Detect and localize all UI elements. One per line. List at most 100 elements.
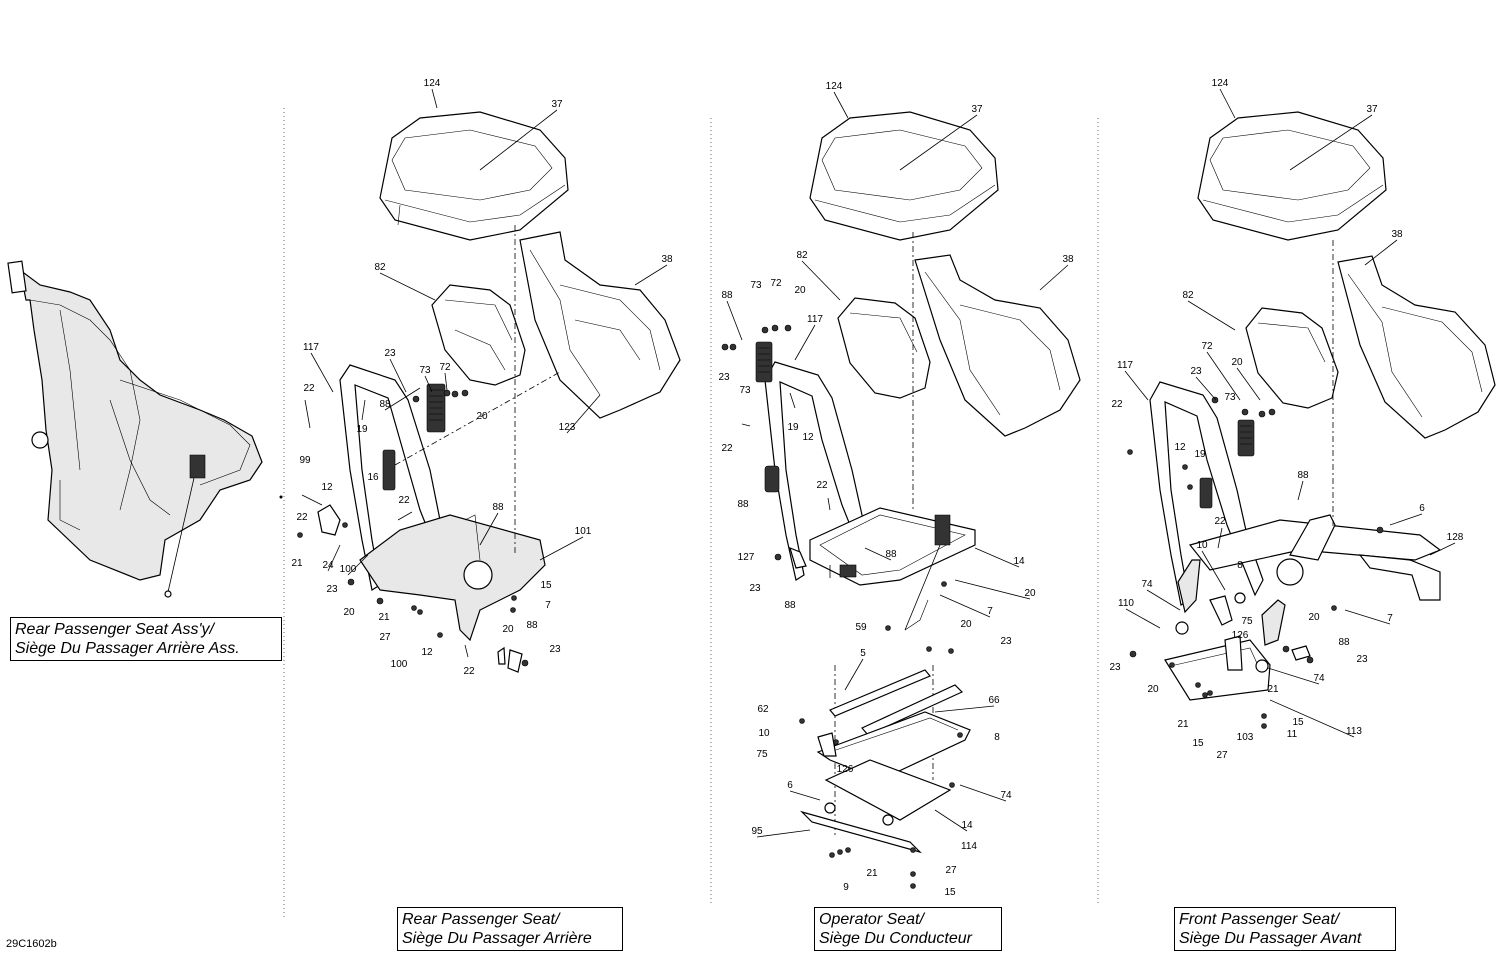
- callout-leader: [389, 358, 407, 393]
- callout-rear-82: 82: [374, 262, 386, 273]
- callout-operator-20: 20: [1024, 588, 1036, 599]
- front-seat-cushion: [1197, 111, 1387, 241]
- callout-rear-88: 88: [526, 620, 538, 631]
- callout-operator-22: 22: [816, 480, 828, 491]
- callout-leader: [539, 536, 584, 561]
- callout-front-38: 38: [1391, 229, 1403, 240]
- caption-operator-seat-line2: Siège Du Conducteur: [819, 930, 972, 947]
- callout-leader: [1429, 542, 1456, 556]
- callout-rear-100: 100: [391, 659, 408, 670]
- callout-leader: [1125, 608, 1161, 629]
- callout-rear-117: 117: [303, 342, 319, 353]
- callout-operator-20: 20: [794, 285, 806, 296]
- callout-operator-12: 12: [802, 432, 814, 443]
- callout-leader: [1297, 480, 1304, 501]
- caption-operator-seat: Operator Seat/ Siège Du Conducteur: [814, 907, 1002, 951]
- callout-front-72: 72: [1201, 341, 1213, 352]
- callout-front-88: 88: [1297, 470, 1309, 481]
- rear-seat-diagram: [297, 111, 681, 673]
- rear-seat-hardware: [297, 389, 529, 673]
- callout-leader: [1267, 667, 1320, 685]
- callout-leader: [801, 260, 841, 301]
- callout-leader: [959, 784, 1007, 802]
- callout-leader: [1344, 609, 1391, 625]
- callout-rear-12: 12: [321, 482, 333, 493]
- caption-rear-seat-line2: Siège Du Passager Arrière: [402, 930, 592, 947]
- front-seat-diagram: [1127, 111, 1496, 729]
- callout-rear-99: 99: [299, 455, 311, 466]
- callout-front-103: 103: [1237, 732, 1254, 743]
- caption-assembly-line1: Rear Passenger Seat Ass'y/: [15, 621, 214, 638]
- callout-front-8: 8: [1237, 560, 1243, 571]
- callout-operator-127: 127: [738, 552, 755, 563]
- callout-front-10: 10: [1196, 540, 1208, 551]
- callout-front-75: 75: [1241, 616, 1253, 627]
- operator-seat-back: [914, 254, 1081, 437]
- callout-leader: [444, 372, 448, 391]
- callout-front-74: 74: [1141, 579, 1153, 590]
- callout-operator-7: 7: [987, 606, 993, 617]
- callout-rear-22: 22: [296, 512, 308, 523]
- callout-rear-22: 22: [398, 495, 410, 506]
- callout-rear-88: 88: [492, 502, 504, 513]
- callout-leader: [327, 544, 341, 572]
- callout-front-74: 74: [1313, 673, 1325, 684]
- caption-front-seat-line1: Front Passenger Seat/: [1179, 911, 1340, 928]
- callout-rear-38: 38: [661, 254, 673, 265]
- callout-operator-66: 66: [988, 695, 1000, 706]
- callout-operator-38: 38: [1062, 254, 1074, 265]
- callout-operator-14: 14: [961, 820, 973, 831]
- callout-rear-20: 20: [476, 411, 488, 422]
- callout-rear-22: 22: [463, 666, 475, 677]
- callout-rear-123: 123: [559, 422, 576, 433]
- rear-seat-headrest: [431, 284, 526, 386]
- callout-operator-23: 23: [749, 583, 761, 594]
- callout-leader: [1187, 300, 1236, 331]
- callout-leader: [756, 829, 811, 838]
- callout-front-117: 117: [1117, 360, 1133, 371]
- caption-operator-seat-line1: Operator Seat/: [819, 911, 924, 928]
- callout-front-23: 23: [1109, 662, 1121, 673]
- callout-leader: [954, 579, 1031, 600]
- callout-leader: [1124, 370, 1149, 401]
- callout-leader: [794, 324, 816, 361]
- callout-front-7: 7: [1387, 613, 1393, 624]
- caption-front-seat-line2: Siège Du Passager Avant: [1179, 930, 1362, 947]
- callout-front-37: 37: [1366, 104, 1378, 115]
- assembled-seat: [7, 260, 263, 598]
- callout-front-113: 113: [1346, 726, 1362, 737]
- callout-leader: [1364, 239, 1398, 266]
- callout-operator-82: 82: [796, 250, 808, 261]
- callout-front-73: 73: [1224, 392, 1236, 403]
- callout-operator-20: 20: [960, 619, 972, 630]
- callout-operator-126: 126: [837, 764, 854, 775]
- callout-front-23: 23: [1190, 366, 1202, 377]
- callout-operator-8: 8: [994, 732, 1000, 743]
- callout-operator-114: 114: [961, 841, 977, 852]
- callout-operator-88: 88: [737, 499, 749, 510]
- callout-operator-9: 9: [843, 882, 849, 893]
- callout-operator-23: 23: [1000, 636, 1012, 647]
- callout-operator-88: 88: [721, 290, 733, 301]
- callout-front-124: 124: [1212, 78, 1229, 89]
- callout-rear-73: 73: [419, 365, 431, 376]
- callout-leader: [347, 554, 369, 576]
- callout-leader: [1289, 114, 1373, 171]
- callout-leader: [566, 394, 601, 434]
- callout-operator-15: 15: [944, 887, 956, 898]
- callout-operator-75: 75: [756, 749, 768, 760]
- callout-leader: [379, 272, 436, 301]
- callout-operator-62: 62: [757, 704, 769, 715]
- callout-leader: [1146, 589, 1181, 611]
- front-seat-frame: [1149, 381, 1442, 701]
- callout-rear-37: 37: [551, 99, 563, 110]
- separator-dot: [279, 495, 283, 499]
- callout-leader: [384, 387, 421, 411]
- callout-rear-23: 23: [326, 584, 338, 595]
- callout-operator-59: 59: [855, 622, 867, 633]
- rear-seat-cushion: [379, 111, 569, 241]
- callout-front-27: 27: [1216, 750, 1228, 761]
- caption-rear-seat: Rear Passenger Seat/ Siège Du Passager A…: [397, 907, 623, 951]
- operator-seat-slides: [799, 669, 971, 854]
